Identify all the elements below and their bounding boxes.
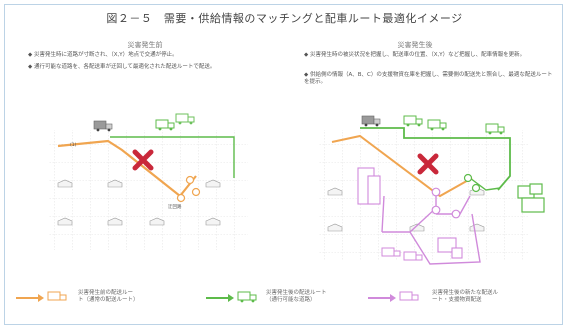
right-green-route bbox=[360, 127, 511, 191]
left-node-label-1: (1) bbox=[70, 142, 77, 148]
legend-text-purple: 災害発生後の新たな配送ルート・支援物資配送 bbox=[432, 290, 499, 303]
legend-text-green: 災害発生後の配送ルート（通行可能な道路） bbox=[266, 290, 327, 303]
right-panel-label: 災害発生後 bbox=[397, 41, 433, 49]
right-bullet-2: ◆ 供給側の情報（A、B、C）の支援物資在庫を把握し、需要側の配送先と照合し、最… bbox=[304, 72, 553, 85]
left-gray-truck-icon bbox=[93, 120, 113, 132]
legend-green-truck-icon bbox=[237, 291, 257, 303]
legend-orange-truck-icon bbox=[47, 291, 67, 301]
right-green-depot-icon bbox=[517, 183, 545, 213]
left-panel-label: 災害発生前 bbox=[127, 41, 163, 49]
legend-text-orange: 災害発生前の配送ルート（通常の配送ルート） bbox=[78, 290, 139, 303]
left-map bbox=[48, 113, 248, 250]
right-purple-depot-icon bbox=[357, 167, 381, 205]
left-blocked-marker-icon bbox=[132, 149, 154, 171]
right-blocked-marker-icon bbox=[417, 153, 439, 175]
left-bullet-2: ◆ 通行可能な道路を、各配送車が迂回して最適化された配送ルートで配送。 bbox=[28, 64, 216, 70]
left-green-truck-icon bbox=[155, 119, 175, 131]
right-green-truck-icon bbox=[403, 115, 423, 127]
right-gray-truck-icon bbox=[361, 115, 381, 127]
right-bullet-1: ◆ 災害発生時の被災状況を把握し、配送車の位置、（X,Y）など把握し、配車情報を… bbox=[304, 52, 526, 58]
right-map bbox=[318, 115, 545, 265]
legend-purple-truck-icon bbox=[399, 291, 419, 301]
left-node-label-2: 迂回路 bbox=[168, 203, 182, 210]
left-orange-route bbox=[57, 139, 197, 198]
left-green-route bbox=[110, 136, 235, 178]
left-bullet-1: ◆ 災害発生時に道路が寸断され、（X,Y）地点で交通が停止。 bbox=[28, 52, 178, 58]
right-purple-warehouse-icon bbox=[437, 237, 463, 259]
figure-title: 図２－５ 需要・供給情報のマッチングと配車ルート最適化イメージ bbox=[106, 12, 463, 25]
right-purple-route bbox=[381, 192, 481, 265]
legend bbox=[16, 291, 419, 303]
right-orange-route bbox=[331, 134, 473, 198]
